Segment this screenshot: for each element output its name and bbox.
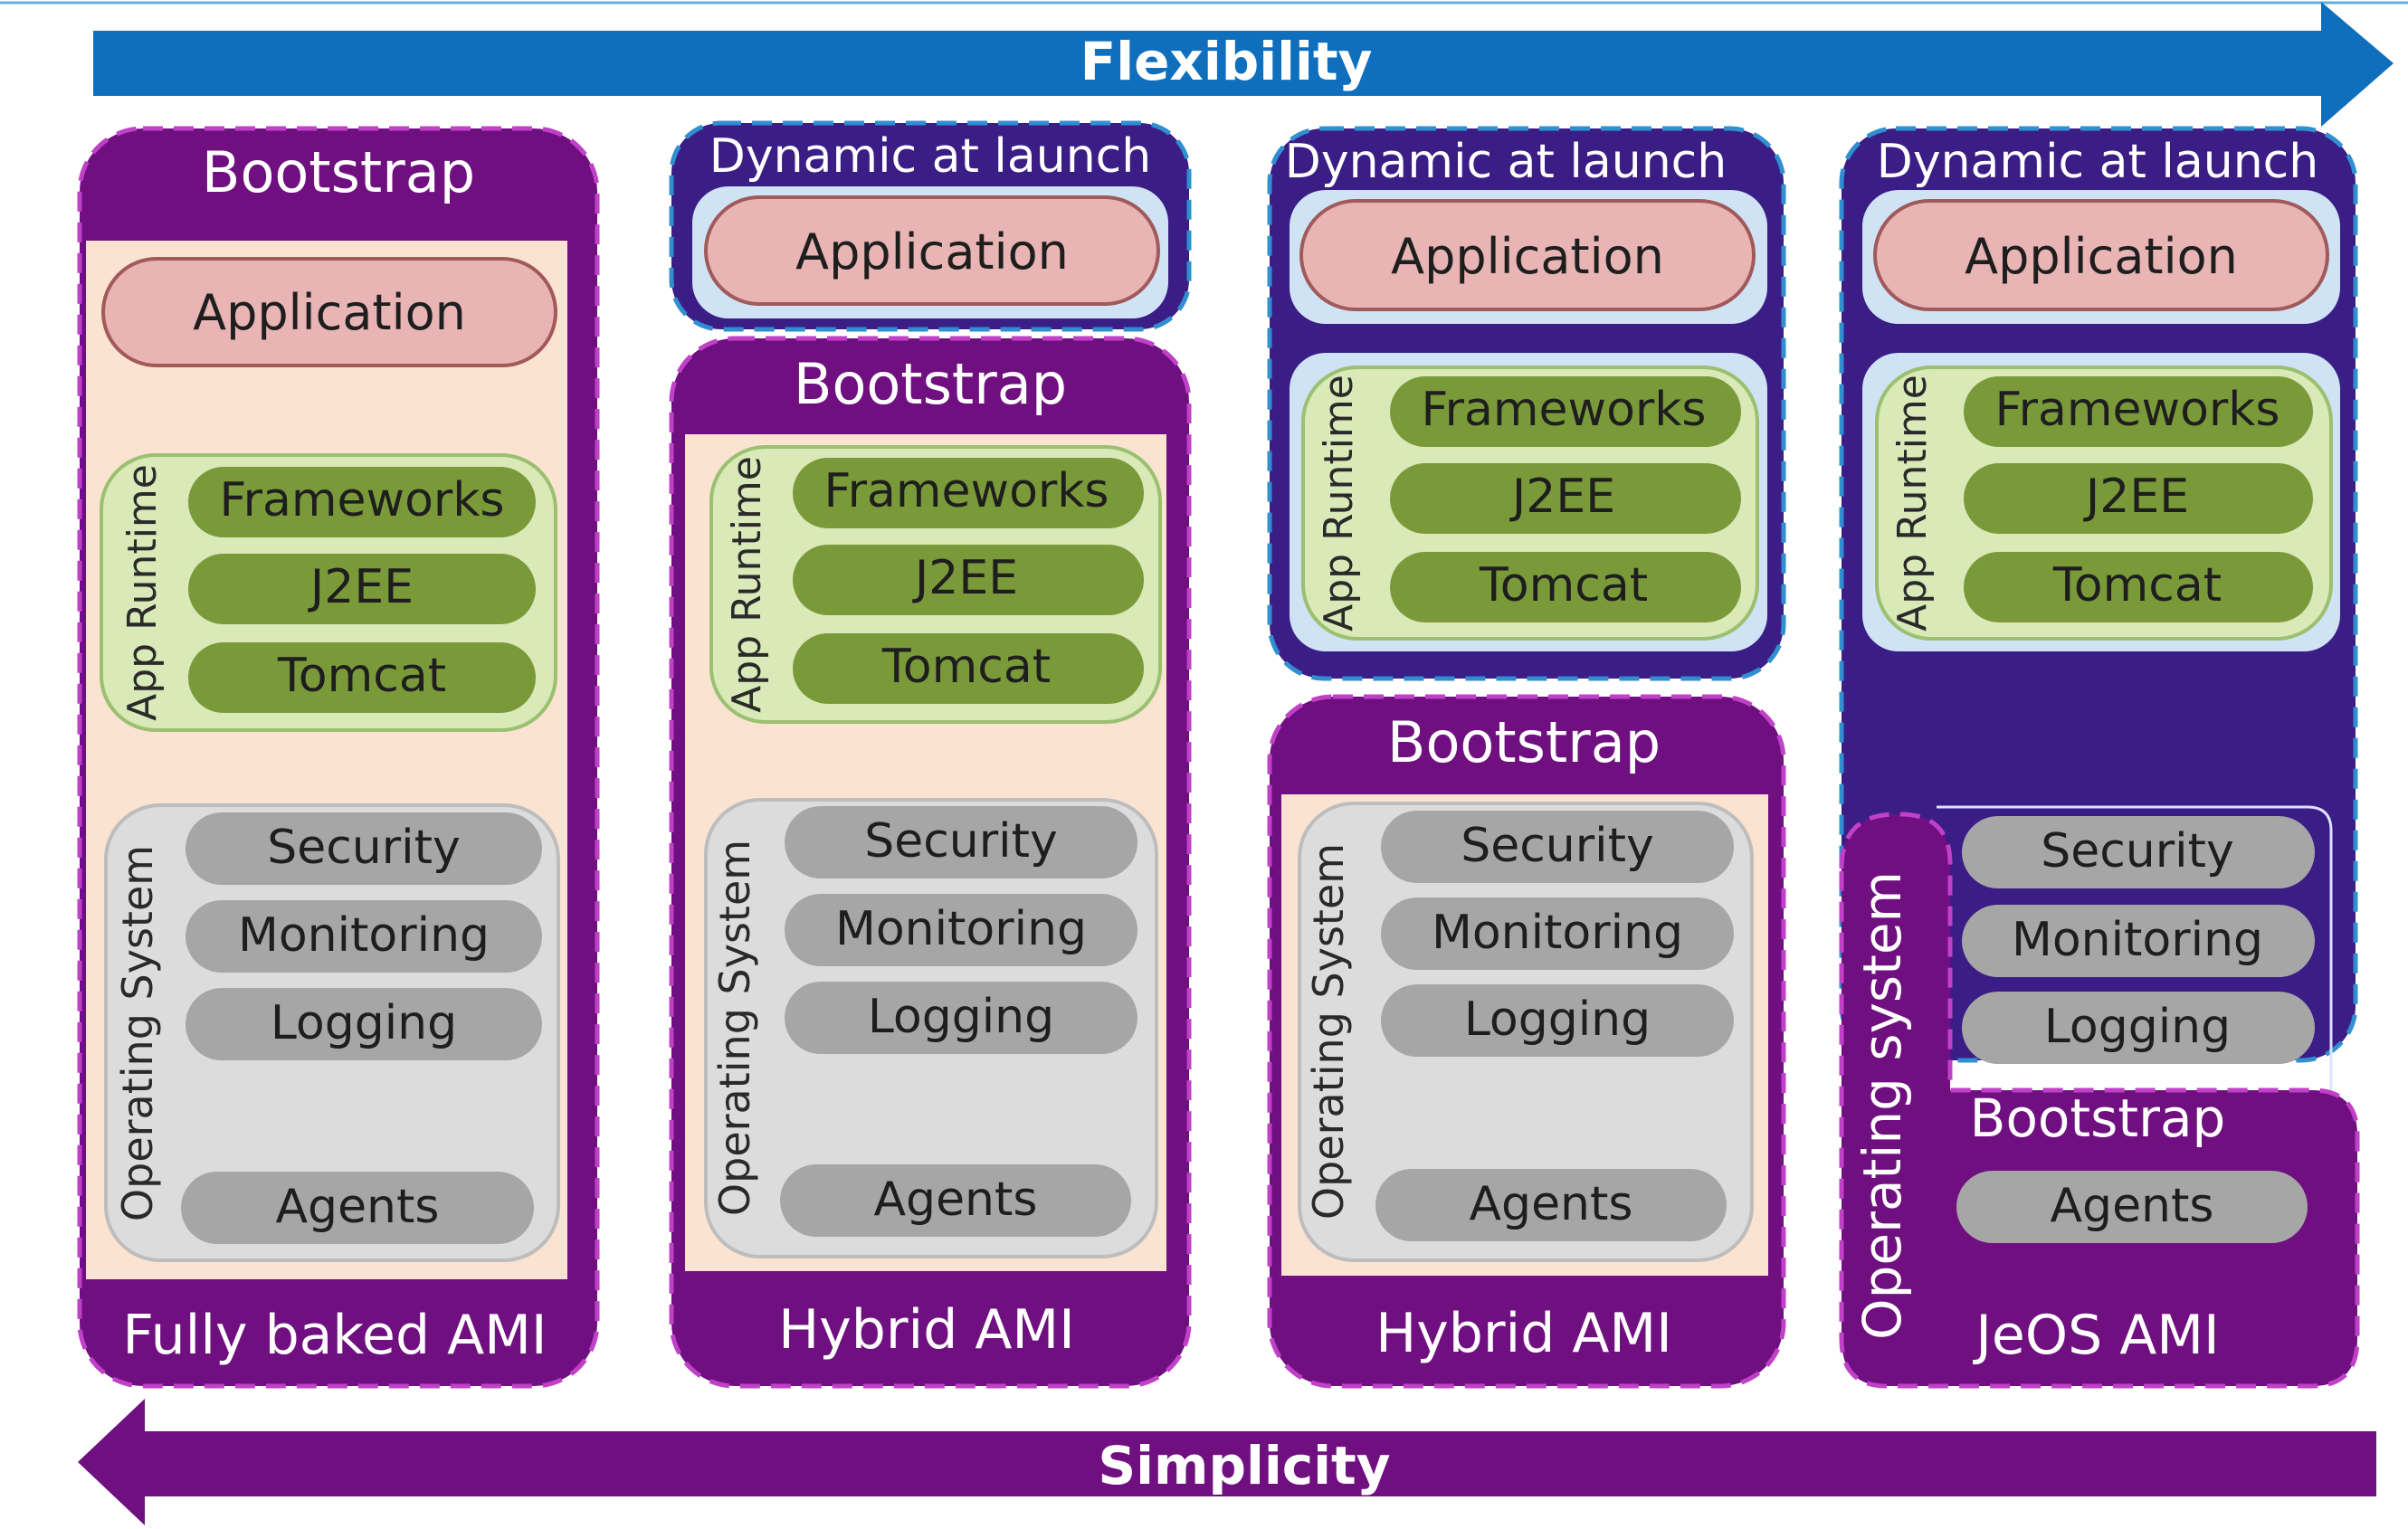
bootstrap-label: Bootstrap bbox=[202, 139, 475, 205]
security-pill bbox=[1381, 811, 1734, 883]
logging-label: Logging bbox=[271, 996, 457, 1050]
application-label: Application bbox=[1391, 228, 1664, 285]
tomcat-pill bbox=[188, 642, 536, 713]
application-label: Application bbox=[193, 284, 466, 341]
monitoring-label: Monitoring bbox=[1432, 906, 1683, 960]
monitoring-label: Monitoring bbox=[238, 908, 490, 963]
bootstrap-label: Bootstrap bbox=[1970, 1087, 2226, 1149]
security-pill bbox=[1962, 816, 2315, 888]
app-runtime-label: App Runtime bbox=[724, 456, 770, 713]
monitoring-label: Monitoring bbox=[835, 902, 1087, 956]
frameworks-label: Frameworks bbox=[1422, 383, 1707, 437]
monitoring-pill bbox=[785, 894, 1137, 966]
tomcat-label: Tomcat bbox=[2052, 558, 2222, 613]
frameworks-pill bbox=[188, 467, 536, 537]
bootstrap-label: Bootstrap bbox=[1387, 709, 1661, 775]
logging-label: Logging bbox=[2044, 1000, 2231, 1054]
frameworks-label: Frameworks bbox=[1995, 383, 2280, 437]
tomcat-pill bbox=[1964, 552, 2313, 622]
agents-label: Agents bbox=[2050, 1179, 2213, 1233]
logging-pill bbox=[1962, 992, 2315, 1064]
j2ee-pill bbox=[1390, 463, 1741, 534]
application-pill bbox=[1873, 199, 2329, 311]
frameworks-label: Frameworks bbox=[824, 464, 1109, 518]
ami-type-label: Hybrid AMI bbox=[778, 1298, 1075, 1362]
logging-pill bbox=[1381, 984, 1734, 1057]
flexibility-arrow: Flexibility bbox=[93, 2, 2394, 127]
j2ee-label: J2EE bbox=[1509, 470, 1615, 524]
security-label: Security bbox=[864, 814, 1058, 869]
app-runtime-label: App Runtime bbox=[1889, 375, 1936, 632]
agents-pill bbox=[1956, 1171, 2308, 1243]
logging-pill bbox=[186, 988, 542, 1060]
column-hybrid-ami-1: Dynamic at launch Application Bootstrap … bbox=[669, 120, 1192, 1389]
agents-pill bbox=[1375, 1169, 1727, 1241]
agents-label: Agents bbox=[873, 1173, 1037, 1227]
application-label: Application bbox=[795, 223, 1069, 280]
simplicity-label: Simplicity bbox=[1098, 1435, 1390, 1496]
frameworks-pill bbox=[1390, 376, 1741, 447]
ami-type-label: Fully baked AMI bbox=[122, 1304, 547, 1367]
app-runtime-label: App Runtime bbox=[119, 464, 166, 721]
security-label: Security bbox=[1461, 819, 1654, 873]
column-hybrid-ami-2: Dynamic at launch Application App Runtim… bbox=[1267, 126, 1786, 1389]
logging-label: Logging bbox=[1464, 992, 1651, 1047]
frameworks-pill bbox=[1964, 376, 2313, 447]
tomcat-pill bbox=[793, 633, 1144, 704]
logging-label: Logging bbox=[868, 990, 1054, 1044]
j2ee-label: J2EE bbox=[308, 560, 414, 614]
bootstrap-label: Bootstrap bbox=[794, 351, 1067, 417]
flexibility-label: Flexibility bbox=[1080, 31, 1373, 92]
frameworks-label: Frameworks bbox=[220, 473, 505, 527]
j2ee-pill bbox=[1964, 463, 2313, 534]
j2ee-pill bbox=[188, 554, 536, 624]
j2ee-label: J2EE bbox=[2083, 470, 2189, 524]
agents-label: Agents bbox=[275, 1180, 439, 1234]
operating-system-label: Operating system bbox=[1851, 871, 1913, 1340]
dynamic-launch-label: Dynamic at launch bbox=[1285, 135, 1727, 189]
agents-pill bbox=[181, 1172, 534, 1244]
agents-label: Agents bbox=[1469, 1177, 1632, 1231]
frameworks-pill bbox=[793, 458, 1144, 528]
agents-pill bbox=[780, 1164, 1131, 1237]
tomcat-label: Tomcat bbox=[277, 649, 446, 703]
app-runtime-label: App Runtime bbox=[1316, 375, 1362, 632]
security-label: Security bbox=[267, 821, 461, 875]
simplicity-arrow: Simplicity bbox=[78, 1399, 2376, 1525]
application-pill bbox=[1299, 199, 1756, 311]
dynamic-launch-label: Dynamic at launch bbox=[1877, 135, 2318, 189]
j2ee-label: J2EE bbox=[912, 551, 1018, 605]
application-label: Application bbox=[1965, 228, 2238, 285]
monitoring-pill bbox=[1381, 897, 1734, 970]
security-label: Security bbox=[2041, 824, 2234, 878]
logging-pill bbox=[785, 982, 1137, 1054]
j2ee-pill bbox=[793, 545, 1144, 615]
dynamic-launch-label: Dynamic at launch bbox=[709, 129, 1151, 184]
operating-system-label: Operating System bbox=[113, 845, 162, 1221]
security-pill bbox=[186, 812, 542, 885]
monitoring-pill bbox=[1962, 905, 2315, 977]
tomcat-label: Tomcat bbox=[881, 640, 1051, 694]
application-pill bbox=[101, 257, 557, 367]
monitoring-pill bbox=[186, 900, 542, 973]
ami-type-label: Hybrid AMI bbox=[1375, 1302, 1672, 1365]
tomcat-label: Tomcat bbox=[1479, 558, 1648, 613]
operating-system-label: Operating System bbox=[1304, 843, 1353, 1220]
tomcat-pill bbox=[1390, 552, 1741, 622]
column-jeos-ami: Dynamic at launch Application App Runtim… bbox=[1839, 126, 2360, 1389]
column-fully-baked-ami: Bootstrap Application App Runtime Framew… bbox=[77, 126, 600, 1389]
operating-system-label: Operating System bbox=[710, 840, 759, 1216]
security-pill bbox=[785, 806, 1137, 878]
monitoring-label: Monitoring bbox=[2012, 913, 2263, 967]
application-pill bbox=[704, 195, 1160, 306]
ami-type-label: JeOS AMI bbox=[1972, 1304, 2220, 1367]
